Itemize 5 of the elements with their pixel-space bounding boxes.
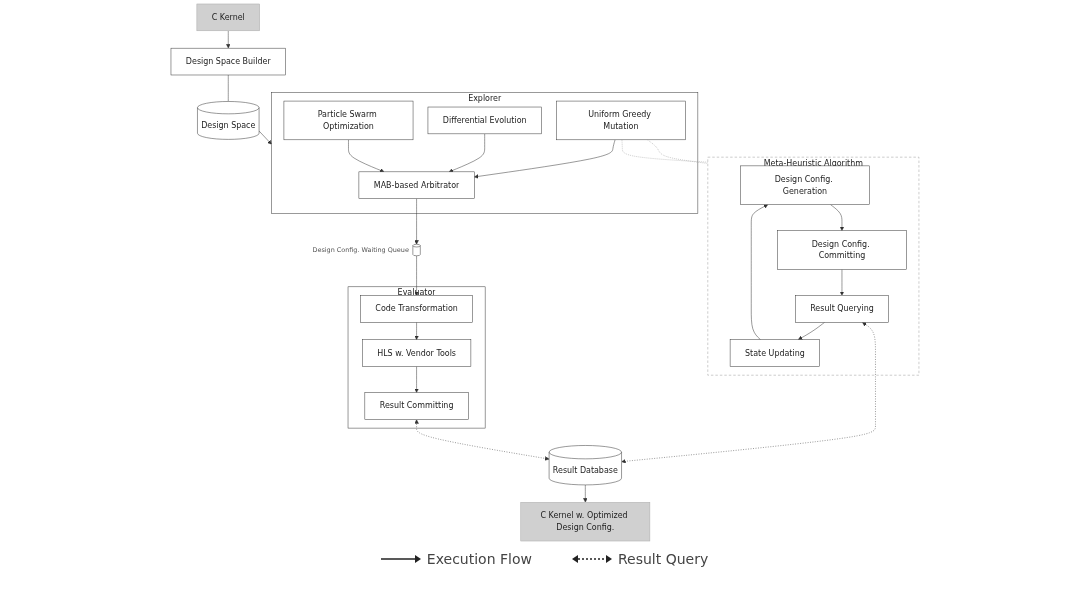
connector — [621, 139, 708, 163]
legend-text: Execution Flow — [426, 551, 532, 567]
node-cylinder — [412, 244, 421, 256]
connector — [646, 139, 708, 164]
legend-text: Result Query — [617, 551, 709, 567]
